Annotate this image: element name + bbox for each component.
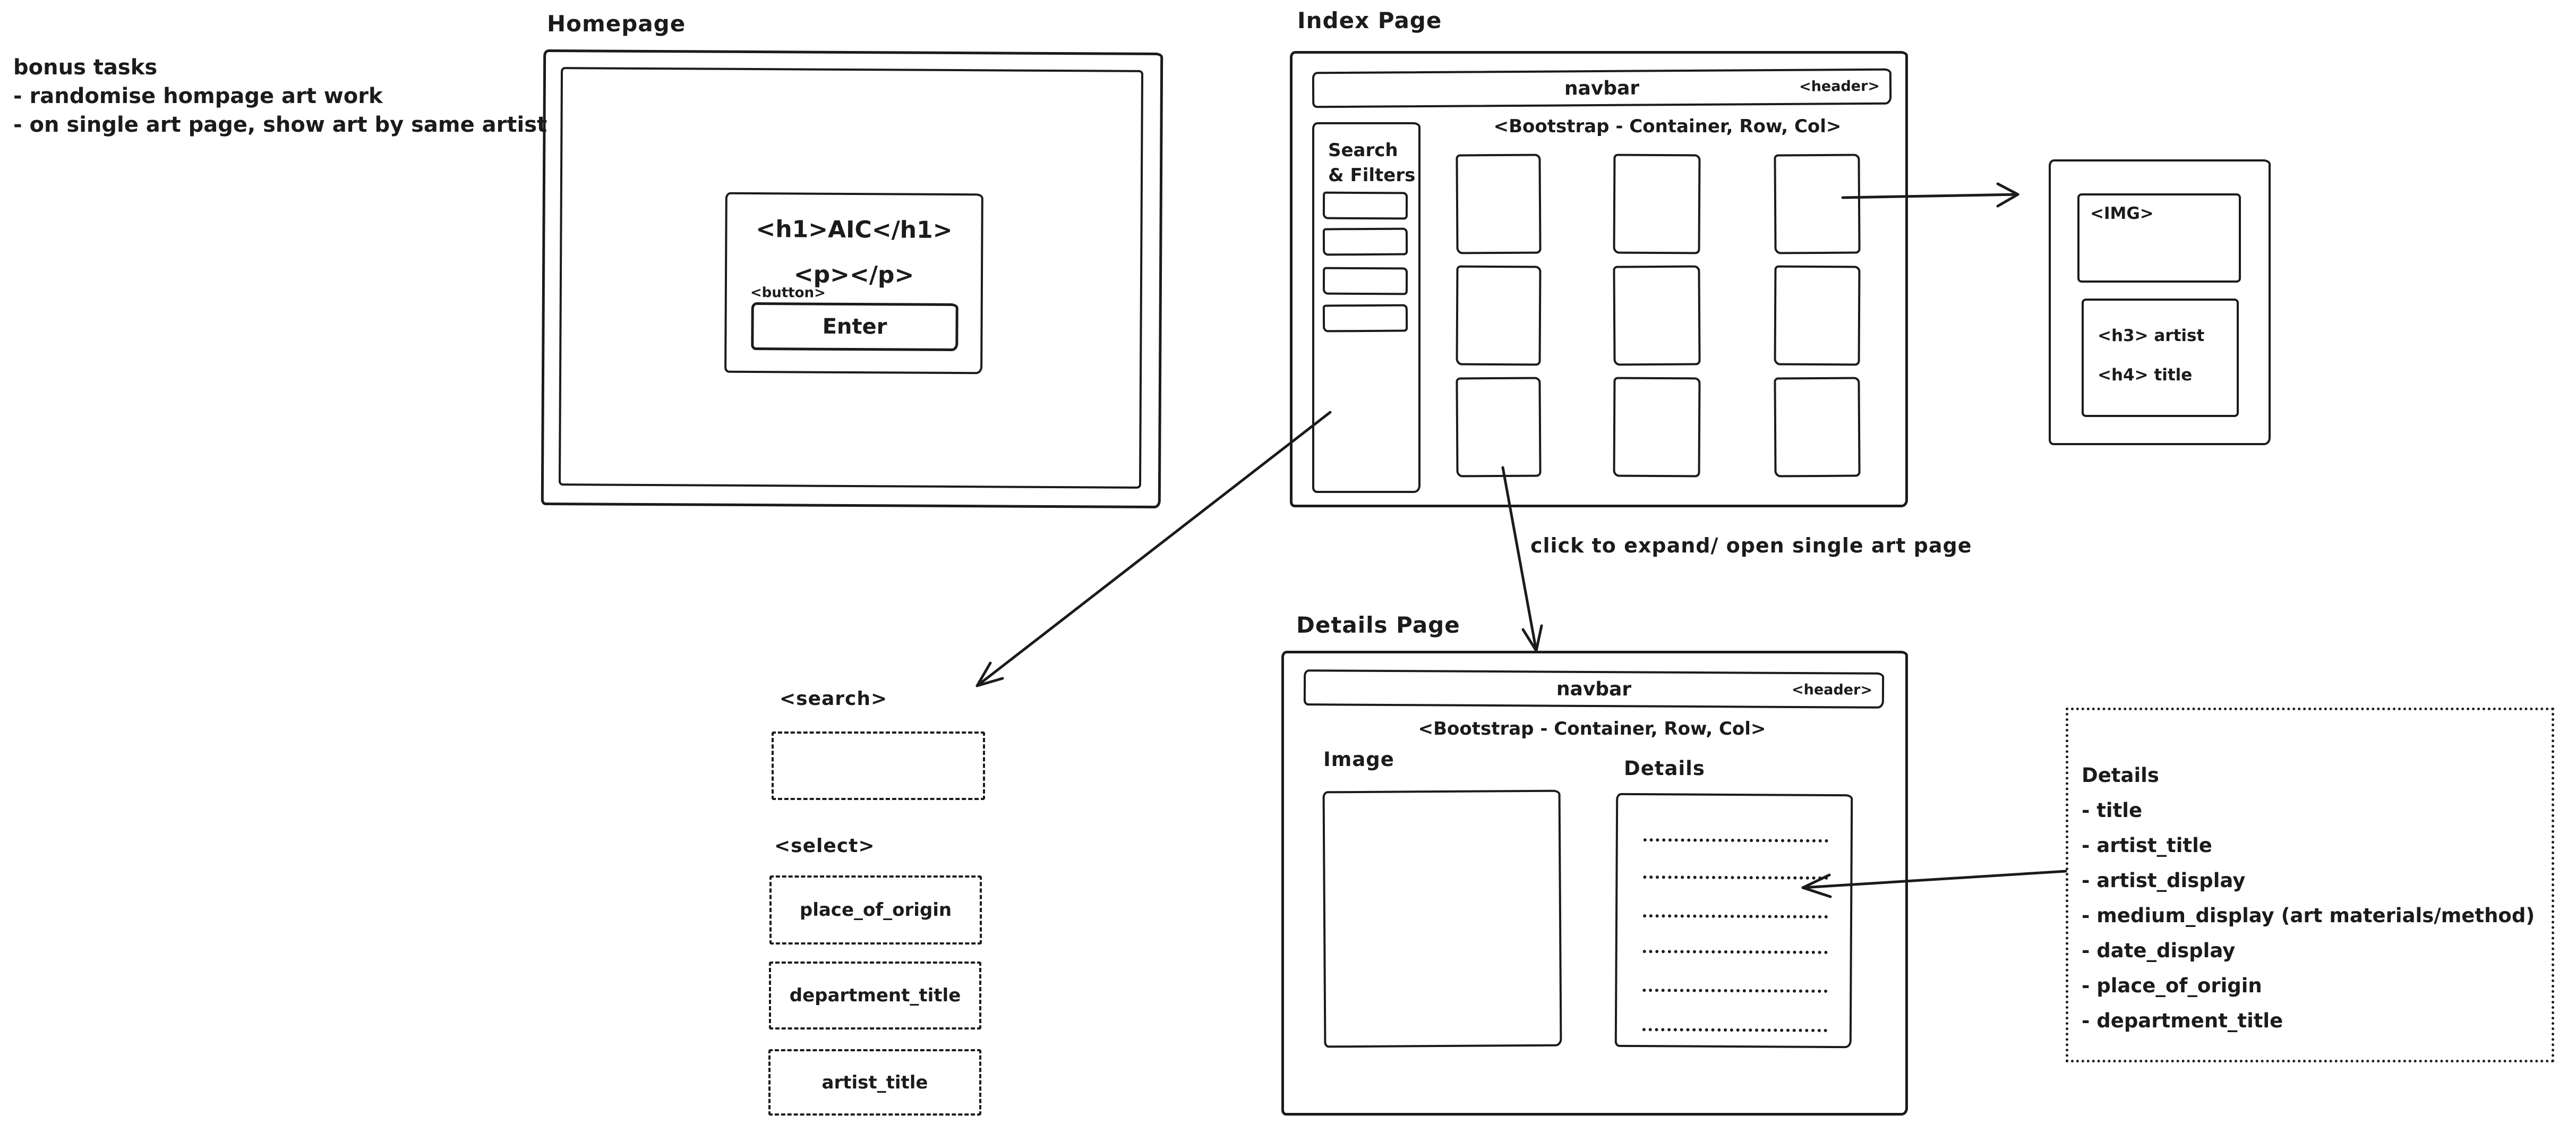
sidebar-filter-field <box>1322 191 1408 220</box>
details-field-item: - medium_display (art materials/method) <box>2082 904 2535 927</box>
card-artist-line: <h3> artist <box>2098 326 2205 345</box>
select-option-department-title: department_title <box>769 962 981 1030</box>
enter-button-sketch: Enter <box>751 302 958 352</box>
details-field-item: - artist_title <box>2082 834 2212 857</box>
details-placeholder-line <box>1643 914 1828 918</box>
index-navbar: navbar <header> <box>1312 68 1892 108</box>
details-placeholder-line <box>1642 989 1828 993</box>
details-field-item: - title <box>2082 799 2143 822</box>
art-grid-cell <box>1613 154 1701 254</box>
details-header-tag: <header> <box>1791 681 1873 699</box>
homepage-button-tag: <button> <box>750 284 826 301</box>
details-field-item: - department_title <box>2082 1009 2283 1032</box>
bonus-tasks-title: bonus tasks <box>13 55 158 80</box>
art-grid-cell <box>1456 154 1542 254</box>
index-header-tag: <header> <box>1799 78 1880 95</box>
details-field-item: - artist_display <box>2082 869 2246 892</box>
select-option-artist-title: artist_title <box>768 1049 981 1116</box>
index-page-section-label: Index Page <box>1297 7 1442 33</box>
select-option-place-of-origin: place_of_origin <box>769 875 982 945</box>
sidebar-filter-field <box>1322 227 1408 256</box>
details-fields-list: Details - title - artist_title - artist_… <box>2082 758 2535 1039</box>
details-field-item: - date_display <box>2082 939 2236 962</box>
details-navbar: navbar <header> <box>1303 669 1885 709</box>
details-navbar-label: navbar <box>1556 678 1632 700</box>
card-title-line: <h4> title <box>2098 365 2193 385</box>
homepage-content-box: <h1>AIC</h1> <p></p> <button> Enter <box>724 192 983 375</box>
card-img-tag: <IMG> <box>2090 204 2154 223</box>
art-grid-cell <box>1774 154 1861 254</box>
art-grid-cell <box>1456 377 1542 478</box>
details-placeholder-line <box>1643 875 1828 880</box>
index-page-frame: navbar <header> Search & Filters <box>1290 51 1908 507</box>
card-image-box: <IMG> <box>2077 193 2241 283</box>
sidebar-filter-field <box>1322 304 1408 333</box>
details-column-label: Details <box>1624 757 1705 780</box>
card-info-box: <h3> artist <h4> title <box>2082 299 2239 417</box>
sidebar-title: Search & Filters <box>1328 138 1415 188</box>
details-image-label: Image <box>1323 748 1394 771</box>
sidebar-title-line1: Search <box>1328 140 1398 161</box>
click-to-expand-note: click to expand/ open single art page <box>1530 534 1972 557</box>
search-input-sketch <box>772 731 985 800</box>
homepage-frame: <h1>AIC</h1> <p></p> <button> Enter <box>541 49 1163 509</box>
art-grid-cell <box>1456 265 1542 366</box>
bonus-tasks-note: bonus tasks - randomise hompage art work… <box>13 53 547 139</box>
sidebar-title-line2: & Filters <box>1328 165 1416 186</box>
art-grid-cell <box>1774 265 1861 366</box>
details-placeholder-line <box>1642 1028 1827 1032</box>
homepage-h1-placeholder: <h1>AIC</h1> <box>756 216 953 244</box>
details-placeholder-line <box>1643 838 1828 843</box>
details-fields-heading: Details <box>2082 764 2159 787</box>
art-grid-cell <box>1774 377 1861 478</box>
bonus-task-item: - randomise hompage art work <box>13 84 383 108</box>
art-grid-cell <box>1613 265 1701 366</box>
search-tag-label: <search> <box>780 688 888 710</box>
index-navbar-label: navbar <box>1564 77 1640 99</box>
details-text-box <box>1614 793 1853 1049</box>
index-bootstrap-note: <Bootstrap - Container, Row, Col> <box>1493 116 1842 137</box>
details-field-item: - place_of_origin <box>2082 974 2262 997</box>
select-tag-label: <select> <box>774 835 875 857</box>
sidebar-filter-field <box>1322 267 1408 295</box>
details-page-section-label: Details Page <box>1296 612 1460 638</box>
bonus-task-item: - on single art page, show art by same a… <box>13 113 547 137</box>
details-image-box <box>1322 789 1562 1048</box>
search-filters-sidebar: Search & Filters <box>1312 122 1420 493</box>
details-placeholder-line <box>1642 950 1828 954</box>
art-card-popout: <IMG> <h3> artist <h4> title <box>2049 159 2271 445</box>
details-bootstrap-note: <Bootstrap - Container, Row, Col> <box>1418 718 1766 739</box>
homepage-section-label: Homepage <box>547 11 686 37</box>
art-grid-cell <box>1613 377 1701 478</box>
details-fields-note-box: Details - title - artist_title - artist_… <box>2066 708 2554 1062</box>
